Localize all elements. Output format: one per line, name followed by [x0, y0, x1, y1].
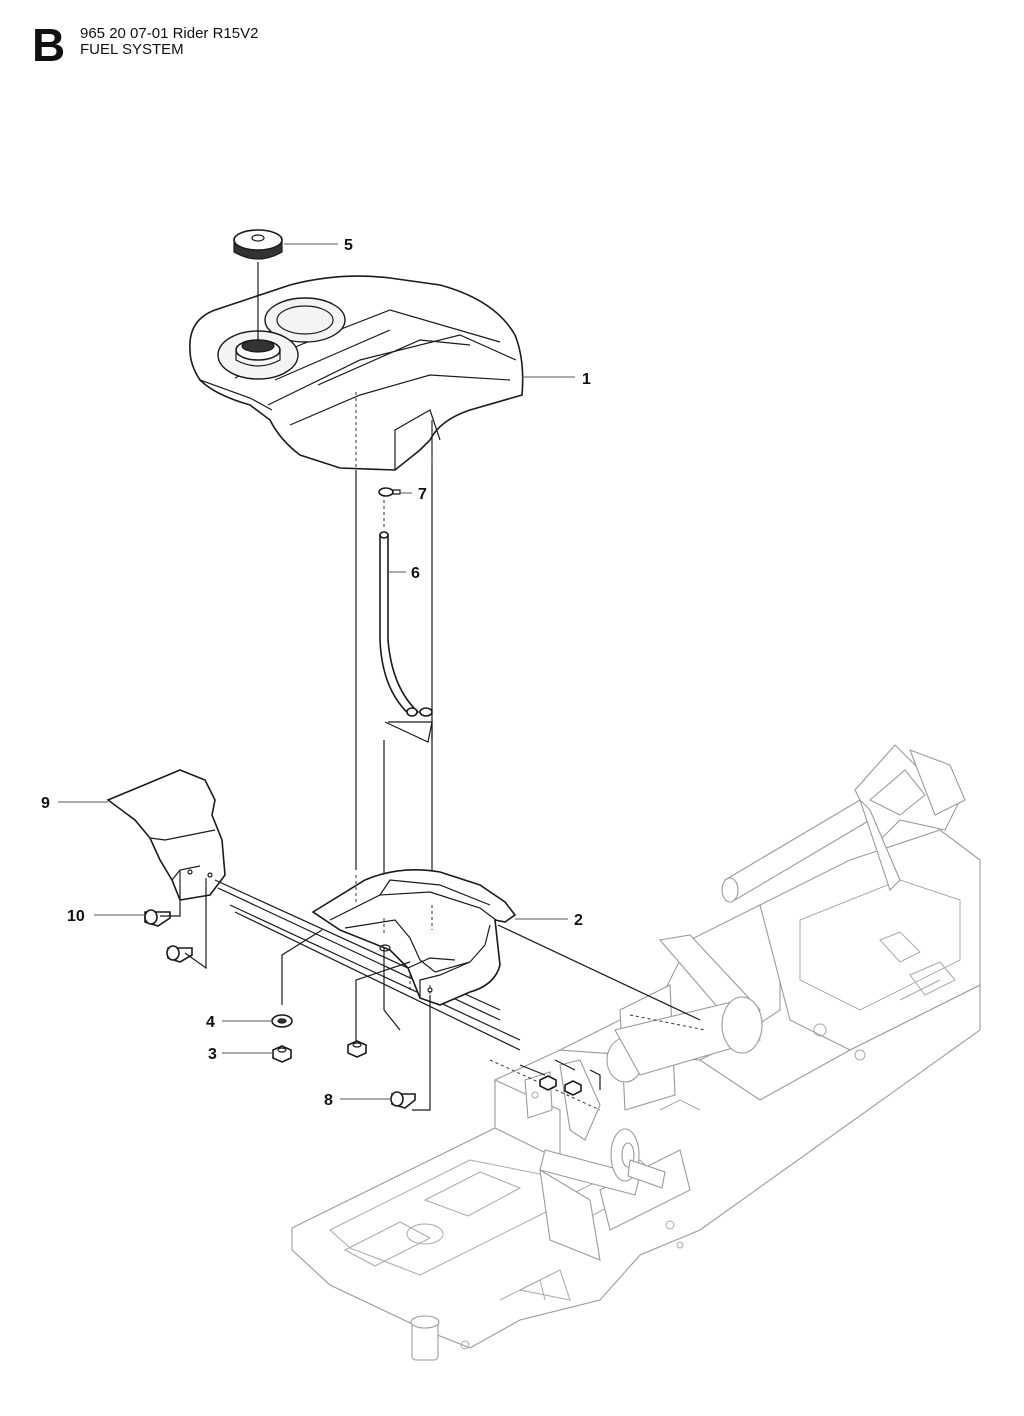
- bolt-icon: [144, 909, 193, 963]
- callout-5: 5: [344, 237, 353, 254]
- part-number-line: 965 20 07-01 Rider R15V2: [80, 25, 259, 42]
- hose-clamp-icon: [378, 487, 401, 497]
- heat-shield-icon: [106, 769, 226, 901]
- callout-8: 8: [324, 1092, 333, 1109]
- washer-icon: [271, 1014, 293, 1028]
- fuel-tank-icon: [189, 275, 524, 471]
- callout-7: 7: [418, 486, 427, 503]
- screw-icon: [390, 1091, 416, 1109]
- callout-6: 6: [411, 565, 420, 582]
- callout-4: 4: [206, 1014, 215, 1031]
- page-header: 965 20 07-01 Rider R15V2 FUEL SYSTEM: [80, 26, 258, 58]
- callout-9: 9: [41, 795, 50, 812]
- fuel-cap-icon: [233, 229, 283, 260]
- callout-3: 3: [208, 1046, 217, 1063]
- fuel-hose-icon: [379, 531, 433, 717]
- tank-bracket-icon: [311, 868, 517, 1006]
- callout-1: 1: [582, 371, 591, 388]
- section-letter: B: [32, 19, 66, 71]
- chassis-frame-icon: [291, 744, 981, 1361]
- callout-10: 10: [67, 908, 85, 925]
- nut-icon: [272, 1040, 367, 1063]
- section-title: FUEL SYSTEM: [80, 41, 184, 58]
- callout-2: 2: [574, 912, 583, 929]
